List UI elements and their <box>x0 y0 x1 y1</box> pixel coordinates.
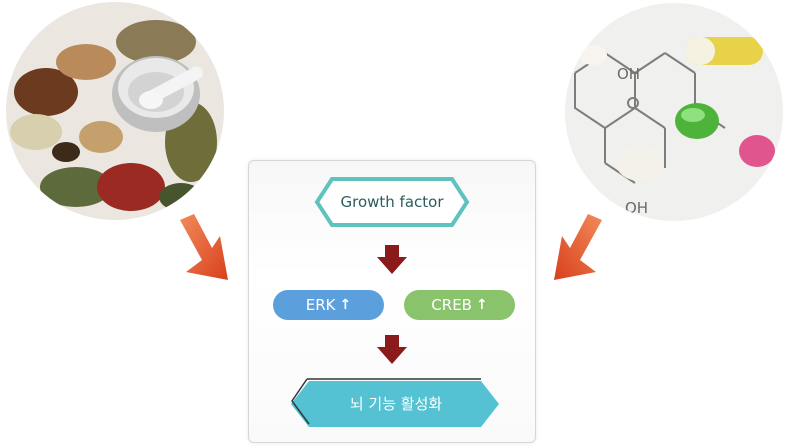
creb-node: CREB ↑ <box>404 290 515 320</box>
pills-chemistry-photo: OH OH <box>565 3 783 221</box>
creb-label: CREB <box>431 296 472 314</box>
down-arrow-icon <box>377 245 407 274</box>
erk-up-arrow-icon: ↑ <box>339 297 352 313</box>
brain-activation-node: 뇌 기능 활성화 <box>289 377 503 429</box>
growth-factor-node: Growth factor <box>314 176 470 228</box>
chem-oh-label-bottom: OH <box>625 199 648 217</box>
arrow-right-icon <box>554 214 602 280</box>
creb-up-arrow-icon: ↑ <box>475 297 488 313</box>
erk-label: ERK <box>305 296 336 314</box>
erk-node: ERK ↑ <box>273 290 384 320</box>
herbal-medicine-photo <box>6 2 224 220</box>
growth-factor-label: Growth factor <box>340 193 444 211</box>
chem-oh-label-top: OH <box>617 65 640 83</box>
brain-activation-label: 뇌 기능 활성화 <box>349 394 443 413</box>
arrow-left-icon <box>180 214 228 280</box>
pathway-panel: Growth factor ERK ↑ CREB ↑ 뇌 기능 활성화 <box>248 160 536 443</box>
down-arrow-icon <box>377 335 407 364</box>
